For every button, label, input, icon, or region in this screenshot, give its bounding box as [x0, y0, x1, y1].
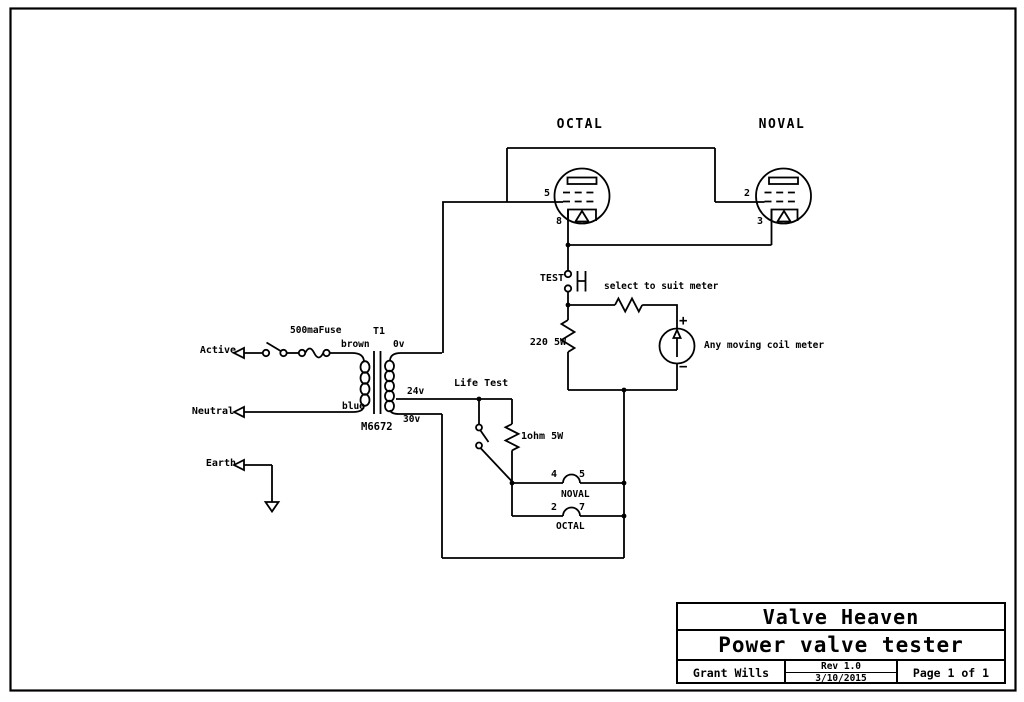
- mains-switch-symbol: [261, 341, 299, 358]
- active-terminal-arrow-icon: [231, 346, 263, 360]
- title-block-author: Grant Wills: [678, 661, 786, 684]
- earth-symbol: [231, 458, 281, 514]
- noval-pin-cathode-label: 3: [757, 216, 764, 227]
- meter-label: Any moving coil meter: [704, 340, 825, 351]
- octal-tube-symbol: [553, 167, 611, 245]
- octal-heater-label: OCTAL: [556, 521, 585, 532]
- fuse-label: 500maFuse: [290, 325, 342, 336]
- primary-blue-label: blue: [342, 401, 365, 412]
- neutral-label: Neutral: [191, 406, 234, 417]
- noval-pin-grid-label: 2: [744, 188, 751, 199]
- heater-return-wire: [441, 390, 625, 559]
- junction-dots: [476, 242, 627, 519]
- select-resistor-symbol: [568, 296, 678, 329]
- resistor-1ohm-label: 1ohm 5W: [521, 431, 564, 442]
- octal-heater-wire: [512, 506, 624, 517]
- title-block: Valve Heaven Power valve tester Grant Wi…: [676, 602, 1006, 684]
- noval-heater-pin-b: 5: [579, 469, 586, 480]
- resistor-220-label: 220 5W: [529, 337, 566, 348]
- title-block-rev-date: Rev 1.0 3/10/2015: [786, 661, 898, 684]
- title-block-title: Power valve tester: [678, 631, 1004, 661]
- noval-heater-wire: [512, 473, 624, 484]
- neutral-terminal-arrow-icon: [231, 405, 245, 419]
- octal-pin-cathode-label: 8: [556, 216, 563, 227]
- primary-brown-label: brown: [341, 339, 370, 350]
- transformer-part-number: M6672: [361, 421, 393, 433]
- test-switch-symbol: [563, 245, 587, 305]
- test-switch-label: TEST: [539, 273, 564, 284]
- page-border-frame: [9, 7, 1017, 692]
- select-resistor-label: select to suit meter: [604, 281, 719, 292]
- fuse-symbol: [297, 347, 331, 359]
- tap-0v-label: 0v: [393, 339, 405, 350]
- resistor-220-symbol: [559, 305, 577, 390]
- noval-heater-label: NOVAL: [561, 489, 590, 500]
- octal-pin-grid-label: 5: [544, 188, 551, 199]
- meter-symbol: [658, 327, 696, 390]
- life-test-label: Life Test: [454, 378, 509, 389]
- meter-minus-label: −: [679, 359, 688, 375]
- active-label: Active: [199, 345, 236, 356]
- tap-30v-label: 30v: [403, 414, 421, 425]
- noval-tube-symbol: [755, 167, 812, 245]
- life-test-switch-symbol: [396, 398, 513, 483]
- noval-heater-pin-a: 4: [551, 469, 558, 480]
- title-block-company: Valve Heaven: [678, 604, 1004, 631]
- resistor-1ohm-symbol: [503, 399, 521, 483]
- octal-title: OCTAL: [556, 117, 604, 132]
- transformer-symbol: [244, 351, 442, 415]
- transformer-designator: T1: [373, 326, 386, 337]
- tap-24v-label: 24v: [407, 386, 425, 397]
- title-block-rev: Rev 1.0: [786, 661, 896, 673]
- title-block-page: Page 1 of 1: [912, 665, 990, 680]
- octal-heater-pin-a: 2: [551, 502, 558, 513]
- title-block-date: 3/10/2015: [815, 673, 867, 684]
- title-block-bottom-row: Grant Wills Rev 1.0 3/10/2015 Page 1 of …: [678, 661, 1004, 684]
- grid-wires: [442, 147, 765, 353]
- noval-title: NOVAL: [758, 117, 806, 132]
- earth-label: Earth: [205, 458, 236, 469]
- meter-plus-label: +: [679, 313, 688, 329]
- octal-heater-pin-b: 7: [579, 502, 586, 513]
